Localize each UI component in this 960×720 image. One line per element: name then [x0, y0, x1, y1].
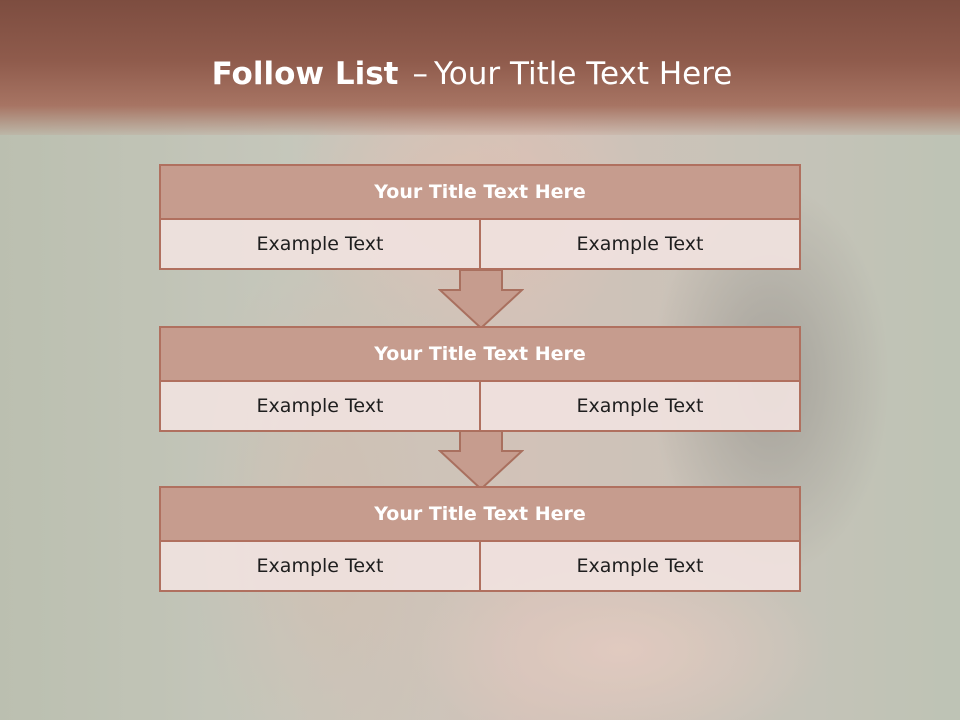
step-cell-right: Example Text: [481, 220, 801, 270]
step-title: Your Title Text Here: [159, 486, 801, 542]
slide-title-bold: Follow List: [211, 56, 399, 92]
step-box-3: Your Title Text Here Example Text Exampl…: [159, 486, 801, 592]
step-row: Example Text Example Text: [159, 542, 801, 592]
step-box-2: Your Title Text Here Example Text Exampl…: [159, 326, 801, 432]
step-row: Example Text Example Text: [159, 220, 801, 270]
step-cell-left: Example Text: [159, 220, 481, 270]
header-band: [0, 0, 960, 135]
slide-title-separator: –: [412, 56, 428, 92]
step-box-1: Your Title Text Here Example Text Exampl…: [159, 164, 801, 270]
step-cell-right: Example Text: [481, 542, 801, 592]
slide-title: Follow List–Your Title Text Here: [0, 56, 944, 92]
step-row: Example Text Example Text: [159, 382, 801, 432]
down-arrow-icon: [438, 431, 524, 491]
down-arrow-icon: [438, 270, 524, 330]
step-title: Your Title Text Here: [159, 164, 801, 220]
step-cell-left: Example Text: [159, 382, 481, 432]
slide-title-rest: Your Title Text Here: [433, 56, 733, 92]
step-cell-right: Example Text: [481, 382, 801, 432]
step-title: Your Title Text Here: [159, 326, 801, 382]
step-cell-left: Example Text: [159, 542, 481, 592]
